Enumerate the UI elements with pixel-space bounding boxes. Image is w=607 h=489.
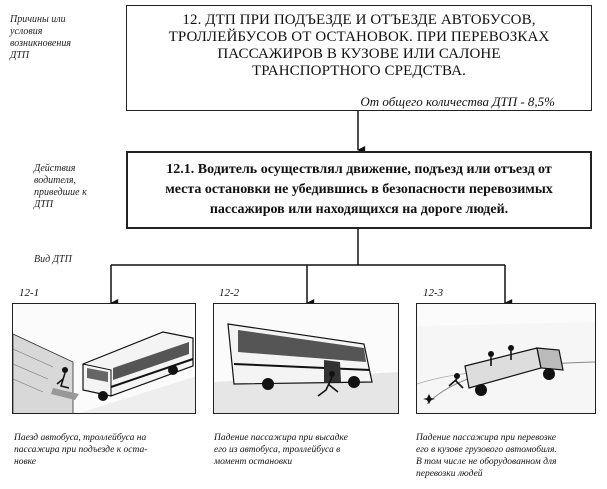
- case-3-caption: Падение пассажира при перевозке его в ку…: [416, 432, 606, 480]
- caption-line: Падение пассажира при перевозке: [416, 433, 557, 443]
- driver-action-line: пассажиров или находящихся на дороге люд…: [209, 202, 509, 217]
- caption-line: пассажира при подъезде к оста-: [14, 445, 148, 455]
- driver-action-box: 12.1. Водитель осуществлял движение, под…: [126, 151, 592, 229]
- caption-line: новке: [14, 457, 37, 467]
- driver-action-line: 12.1. Водитель осуществлял движение, под…: [166, 162, 552, 177]
- accident-type-label: Вид ДТП: [34, 254, 72, 265]
- case-number-1: 12-1: [19, 287, 40, 299]
- bus-icon: [227, 323, 373, 390]
- case-2-caption: Падение пассажира при высадке его из авт…: [214, 432, 408, 468]
- caption-line: Паезд автобуса, троллейбуса на: [14, 433, 147, 443]
- share-of-accidents: От общего количества ДТП - 8,5%: [360, 94, 555, 109]
- truck-icon: [464, 347, 564, 396]
- caption-line: В том числе не оборудованном для: [416, 457, 557, 467]
- passengers-icon: [448, 345, 514, 389]
- bus-icon: [82, 331, 194, 401]
- caption-line: Падение пассажира при высадке: [214, 433, 348, 443]
- driver-action-line: места остановки не убедившись в безопасн…: [165, 182, 553, 197]
- falling-passenger-icon: [317, 371, 339, 397]
- caption-line: его из автобуса, троллейбуса в: [214, 445, 341, 455]
- caption-line: его в кузове грузового автомобиля.: [416, 445, 557, 455]
- driver-actions-label: Действия водителя, приведшие к ДТП: [34, 163, 87, 210]
- case-number-2: 12-2: [219, 287, 240, 299]
- main-heading-box: 12. ДТП ПРИ ПОДЪЕЗДЕ И ОТЪЕЗДЕ АВТОБУСОВ…: [126, 5, 592, 111]
- case-3-illustration: [416, 303, 596, 414]
- main-heading-line: 12. ДТП ПРИ ПОДЪЕЗДЕ И ОТЪЕЗДЕ АВТОБУСОВ…: [182, 12, 536, 28]
- caption-line: перевозки людей: [416, 469, 483, 479]
- reasons-label: Причины или условия возникновения ДТП: [10, 14, 71, 61]
- case-1-illustration: [12, 303, 196, 414]
- driver-action-text: 12.1. Водитель осуществлял движение, под…: [134, 160, 584, 220]
- main-heading-line: ПАССАЖИРОВ В КУЗОВЕ ИЛИ САЛОНЕ: [217, 46, 501, 62]
- main-heading-line: ТРОЛЛЕЙБУСОВ ОТ ОСТАНОВОК. ПРИ ПЕРЕВОЗКА…: [168, 29, 550, 45]
- case-1-caption: Паезд автобуса, троллейбуса на пассажира…: [14, 432, 204, 468]
- main-heading-line: ТРАНСПОРТНОГО СРЕДСТВА.: [251, 63, 466, 79]
- case-number-3: 12-3: [423, 287, 444, 299]
- main-heading: 12. ДТП ПРИ ПОДЪЕЗДЕ И ОТЪЕЗДЕ АВТОБУСОВ…: [133, 12, 585, 80]
- pedestrian-icon: [51, 367, 79, 400]
- caption-line: момент остановки: [214, 457, 293, 467]
- case-2-illustration: [213, 303, 399, 414]
